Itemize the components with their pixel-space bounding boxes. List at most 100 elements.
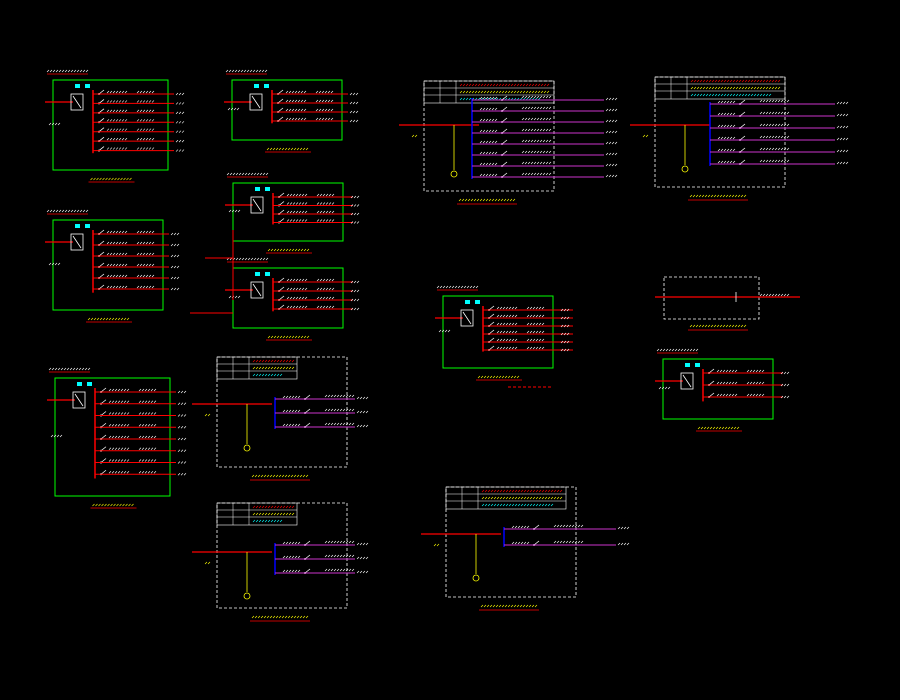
- feeder-label: [496, 346, 518, 350]
- text-glyph: [253, 257, 257, 261]
- text-glyph: [291, 90, 295, 94]
- text-glyph: [303, 90, 307, 94]
- text-glyph: [282, 248, 286, 252]
- text-glyph: [356, 556, 360, 560]
- text-glyph: [514, 346, 518, 350]
- text-glyph: [738, 79, 742, 83]
- text-glyph: [325, 202, 329, 205]
- text-glyph: [177, 414, 181, 417]
- text-glyph: [350, 289, 354, 293]
- text-glyph: [292, 210, 296, 214]
- feeder-breaker-text: [479, 96, 498, 100]
- feeder-label: [106, 90, 128, 94]
- text-glyph: [499, 489, 503, 493]
- text-glyph: [709, 426, 713, 430]
- text-glyph: [521, 117, 525, 121]
- text-glyph: [351, 422, 355, 426]
- text-glyph: [112, 147, 116, 150]
- text-glyph: [774, 79, 778, 83]
- text-glyph: [325, 193, 329, 197]
- text-glyph: [544, 489, 548, 493]
- feeder-label: [286, 219, 308, 222]
- text-glyph: [178, 130, 182, 133]
- text-glyph: [695, 194, 699, 198]
- text-glyph: [141, 459, 145, 462]
- text-glyph: [51, 367, 55, 371]
- text-glyph: [279, 366, 283, 370]
- panel-caption-text: [689, 194, 747, 198]
- text-glyph: [716, 194, 720, 198]
- text-glyph: [117, 177, 120, 181]
- text-glyph: [559, 489, 563, 493]
- text-glyph: [765, 111, 769, 115]
- panel-frame: [52, 79, 169, 171]
- text-glyph: [744, 86, 748, 90]
- text-glyph: [774, 86, 778, 90]
- text-glyph: [521, 128, 525, 132]
- text-glyph: [608, 130, 612, 134]
- text-glyph: [293, 474, 297, 478]
- text-glyph: [780, 395, 784, 399]
- text-glyph: [693, 86, 697, 90]
- text-glyph: [150, 412, 154, 415]
- text-glyph: [362, 396, 366, 400]
- text-glyph: [116, 503, 119, 507]
- text-glyph: [121, 119, 125, 122]
- text-glyph: [529, 306, 533, 310]
- text-glyph: [290, 615, 294, 619]
- text-glyph: [285, 108, 289, 112]
- text-glyph: [608, 141, 612, 145]
- text-glyph: [294, 395, 298, 399]
- text-glyph: [489, 375, 493, 379]
- text-glyph: [54, 122, 58, 126]
- text-glyph: [141, 400, 145, 403]
- text-glyph: [319, 193, 323, 197]
- text-glyph: [517, 496, 521, 500]
- text-glyph: [356, 289, 360, 293]
- text-glyph: [111, 447, 115, 450]
- text-glyph: [151, 128, 155, 131]
- text-glyph: [106, 274, 110, 278]
- text-glyph: [284, 615, 288, 619]
- text-glyph: [105, 177, 108, 181]
- text-glyph: [114, 435, 118, 439]
- text-glyph: [771, 159, 775, 163]
- text-glyph: [762, 93, 766, 97]
- text-glyph: [145, 285, 149, 289]
- text-glyph: [46, 69, 50, 73]
- feeder-id-text: [170, 276, 180, 280]
- text-glyph: [351, 554, 355, 558]
- text-glyph: [286, 296, 290, 300]
- text-glyph: [60, 367, 64, 371]
- feeder-label: [106, 128, 128, 131]
- text-glyph: [483, 375, 487, 379]
- text-glyph: [537, 90, 541, 94]
- text-glyph: [504, 375, 508, 379]
- text-glyph: [705, 93, 709, 97]
- text-glyph: [109, 274, 113, 278]
- text-glyph: [315, 117, 319, 121]
- text-glyph: [139, 263, 143, 267]
- text-glyph: [524, 117, 528, 121]
- text-glyph: [284, 474, 288, 478]
- text-glyph: [243, 69, 247, 73]
- text-glyph: [472, 285, 476, 289]
- text-glyph: [142, 285, 146, 289]
- feeder-label: [108, 459, 130, 462]
- text-glyph: [145, 274, 149, 278]
- feeder-id-text: [836, 113, 849, 117]
- text-glyph: [720, 79, 724, 83]
- text-glyph: [547, 496, 551, 500]
- text-glyph: [535, 346, 539, 350]
- text-glyph: [52, 209, 56, 213]
- feeder-label: [286, 305, 308, 309]
- text-glyph: [285, 335, 289, 339]
- text-glyph: [728, 194, 732, 198]
- text-glyph: [502, 314, 506, 318]
- text-glyph: [289, 278, 293, 282]
- text-glyph: [726, 93, 730, 97]
- text-glyph: [180, 461, 184, 464]
- feeder-label: [496, 314, 518, 318]
- text-glyph: [716, 381, 720, 385]
- text-glyph: [535, 306, 539, 310]
